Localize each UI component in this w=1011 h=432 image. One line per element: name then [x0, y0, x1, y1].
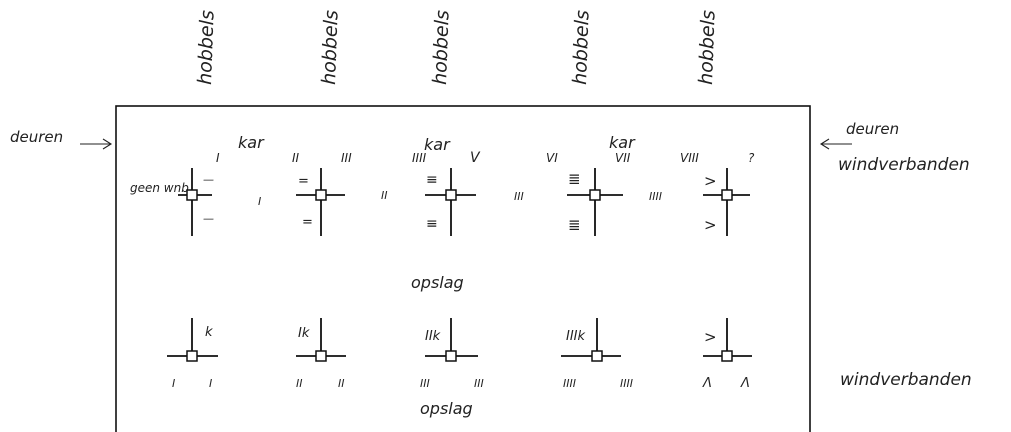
roman-6: VI	[546, 151, 558, 165]
bottom-cross-2-mark: Ik	[298, 326, 310, 341]
bottom-cross-1-mark: k	[205, 325, 213, 340]
between-top-2: II	[381, 189, 388, 202]
left-arrow-icon	[80, 138, 113, 150]
under-2-left: II	[296, 377, 303, 390]
top-label-1: hobbels	[194, 10, 219, 85]
opslag-bottom-label: opslag	[420, 399, 473, 418]
under-2-right: II	[338, 377, 345, 390]
right-label-windverbanden-top: windverbanden	[838, 155, 970, 175]
under-1-left: I	[172, 377, 175, 390]
top-cross-2-mark-lower: =	[302, 215, 313, 230]
under-3-left: III	[420, 377, 430, 390]
top-label-4: hobbels	[569, 10, 594, 85]
bottom-cross-4: IIIk	[561, 318, 621, 362]
main-frame	[115, 105, 811, 432]
top-label-5: hobbels	[695, 10, 720, 85]
bottom-cross-3-mark: IIk	[425, 329, 441, 344]
top-label-3: hobbels	[429, 10, 454, 85]
opslag-middle-label: opslag	[411, 273, 464, 292]
bottom-cross-1: k	[167, 318, 218, 362]
under-3-right: III	[474, 377, 484, 390]
under-4-right: IIII	[620, 377, 633, 390]
under-5-right: Λ	[740, 376, 750, 391]
top-cross-4-mark-upper: ≣	[568, 170, 581, 188]
under-1-right: I	[209, 377, 212, 390]
right-arrow-icon	[819, 138, 852, 150]
between-top-4: IIII	[649, 190, 662, 203]
under-4-left: IIII	[563, 377, 576, 390]
left-label-deuren: deuren	[10, 128, 63, 146]
roman-2: II	[292, 151, 300, 165]
top-cross-3-mark-upper: ≡	[426, 172, 438, 188]
top-cross-4: ≣ ≣	[567, 168, 623, 236]
top-cross-5-mark-upper: >	[704, 172, 717, 190]
right-label-deuren: deuren	[846, 120, 899, 138]
top-cross-1-mark-upper: —	[203, 173, 214, 186]
top-cross-4-mark-lower: ≣	[568, 216, 581, 234]
roman-3: III	[341, 151, 352, 165]
roman-9: ?	[748, 151, 755, 165]
top-label-2: hobbels	[318, 10, 343, 85]
top-labels: hobbels hobbels hobbels hobbels hobbels	[194, 10, 720, 85]
top-cross-5-mark-lower: >	[704, 216, 717, 234]
top-cross-2: = =	[296, 168, 345, 236]
top-cross-3-mark-lower: ≡	[426, 216, 438, 232]
under-5-left: Λ	[702, 376, 712, 391]
right-label-windverbanden-bottom: windverbanden	[840, 370, 972, 390]
roman-row: I II III IIII V VI VII VIII ?	[216, 150, 755, 166]
top-cross-3: ≡ ≡	[425, 168, 476, 236]
bottom-cross-5-mark: >	[704, 328, 717, 346]
roman-1: I	[216, 151, 220, 165]
kar-label-1: kar	[238, 133, 265, 152]
bottom-under-marks: I I II II III III IIII IIII Λ Λ	[172, 376, 750, 391]
roman-4: IIII	[412, 151, 427, 165]
top-cross-1-mark-lower: —	[203, 212, 214, 225]
side-note-geen-wnb: geen wnb	[130, 181, 189, 195]
top-cross-2-mark-upper: =	[298, 174, 309, 189]
between-top-3: III	[514, 190, 524, 203]
roman-5: V	[470, 150, 481, 166]
between-top-1: I	[258, 195, 261, 208]
bottom-cross-4-mark: IIIk	[566, 329, 586, 344]
roman-8: VIII	[680, 151, 699, 165]
roman-7: VII	[615, 151, 631, 165]
bottom-cross-3: IIk	[425, 318, 478, 362]
bottom-cross-2: Ik	[296, 318, 346, 362]
top-cross-5: > >	[703, 168, 750, 236]
top-cross-1: — —	[178, 168, 214, 236]
kar-label-2: kar	[424, 135, 451, 154]
kar-label-3: kar	[609, 133, 636, 152]
bottom-cross-5: >	[703, 318, 752, 362]
